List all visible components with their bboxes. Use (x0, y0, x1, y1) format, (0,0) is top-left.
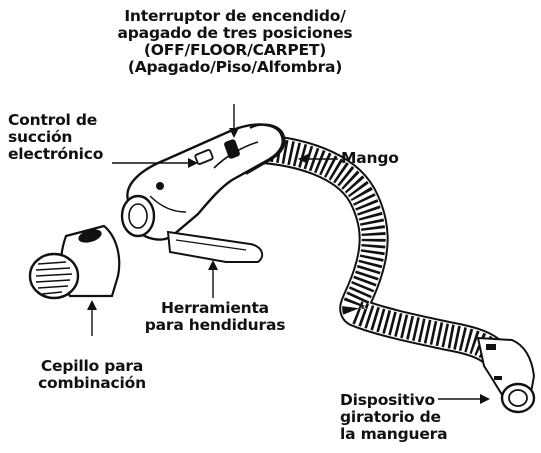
label-line: giratorio de (340, 408, 441, 426)
label-line: Cepillo para (40, 357, 144, 375)
label-line: apagado de tres posiciones (117, 24, 353, 42)
label-crevice-tool: Herramienta para hendiduras (140, 300, 290, 334)
label-line: (Apagado/Piso/Alfombra) (127, 58, 343, 76)
label-handle: Mango (341, 150, 399, 167)
label-line: electrónico (8, 145, 104, 163)
label-line: Control de (8, 111, 98, 129)
hose-swivel-fitting (476, 336, 536, 414)
label-line: Mango (341, 149, 399, 167)
label-line: Herramienta (161, 299, 269, 317)
handle-assembly (120, 123, 286, 241)
label-line: la manguera (340, 425, 448, 443)
combination-brush (28, 224, 121, 300)
crevice-tool (166, 230, 264, 263)
label-line: (OFF/FLOOR/CARPET) (143, 41, 327, 59)
label-hose-swivel: Dispositivo giratorio de la manguera (340, 391, 448, 443)
label-line: succión (8, 128, 73, 146)
label-line: Interruptor de encendido/ (124, 7, 346, 25)
label-line: para hendiduras (144, 316, 286, 334)
label-suction-control: Control de succión electrónico (8, 112, 103, 163)
label-line: Dispositivo (340, 391, 435, 409)
label-combination-brush: Cepillo para combinación (30, 358, 154, 392)
label-power-switch: Interruptor de encendido/ apagado de tre… (113, 8, 357, 76)
label-line: combinación (38, 374, 146, 392)
flexible-hose (233, 133, 505, 365)
leader-lines (87, 104, 490, 404)
